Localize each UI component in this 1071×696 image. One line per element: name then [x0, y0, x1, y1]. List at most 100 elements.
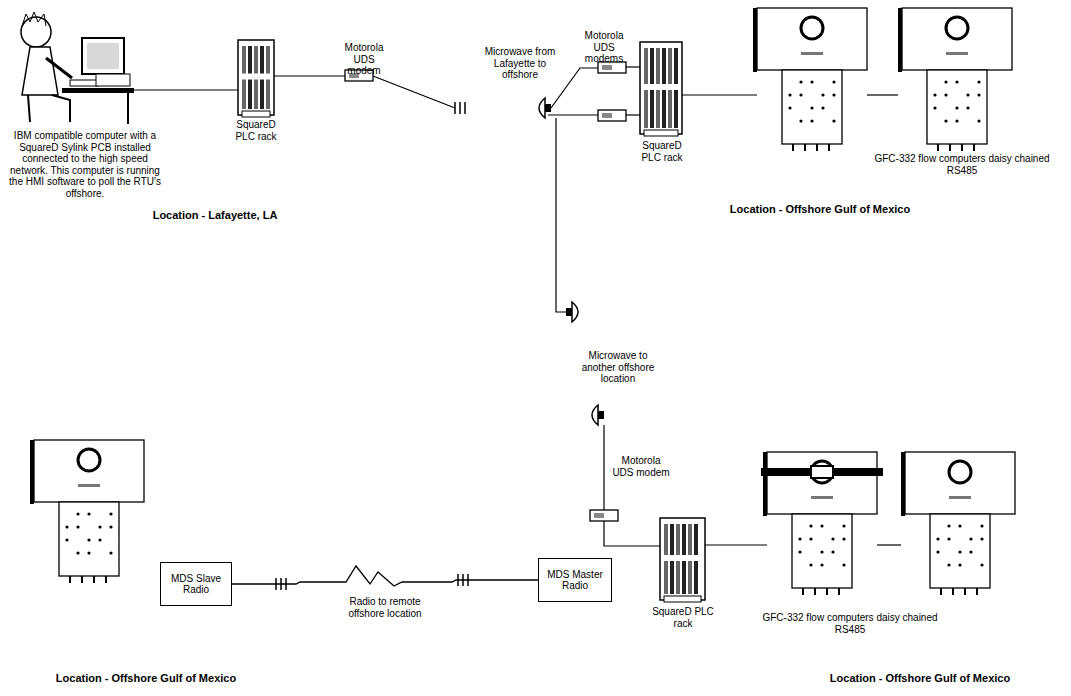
rack-slot — [260, 46, 264, 109]
wire — [877, 544, 901, 545]
wire — [867, 94, 898, 95]
fc-terminal — [947, 537, 950, 540]
antenna — [458, 574, 468, 586]
fc-terminal — [955, 119, 958, 122]
fc-terminal — [799, 119, 802, 122]
fc-terminal — [109, 512, 112, 515]
dish-mount — [566, 308, 572, 316]
rack-slot — [656, 48, 660, 128]
slot-led — [688, 555, 692, 561]
radio-link — [232, 566, 538, 586]
fc-terminal — [799, 80, 802, 83]
fc-display — [78, 449, 100, 471]
fc-terminal — [842, 524, 845, 527]
fc-terminal — [980, 537, 983, 540]
fc-terminal — [98, 525, 101, 528]
dish-reflector — [592, 405, 598, 425]
fc-terminal — [109, 525, 112, 528]
device-label: SquareD PLC rack — [652, 606, 714, 629]
device-label: SquareD PLC rack — [632, 140, 692, 163]
fc-plate — [811, 496, 833, 499]
radio-name: MDS Slave Radio — [167, 573, 225, 596]
location-label: Location - Lafayette, LA — [125, 209, 305, 222]
wire — [274, 75, 345, 76]
fc-terminal — [810, 106, 813, 109]
slot-led — [248, 74, 252, 80]
fc-display — [946, 17, 968, 39]
fc-terminal — [977, 80, 980, 83]
rack-base — [242, 111, 270, 117]
rack-base — [664, 596, 701, 602]
fc-terminal — [947, 524, 950, 527]
fc-terminal — [958, 524, 961, 527]
wire — [682, 94, 757, 95]
slot-led — [260, 74, 264, 80]
fc-conduit — [828, 144, 830, 151]
fc-conduit — [952, 588, 954, 595]
modem — [598, 110, 626, 121]
fc-terminal — [842, 563, 845, 566]
wire — [373, 76, 455, 108]
fc-terminal — [969, 550, 972, 553]
rack-slot — [650, 48, 654, 128]
head — [21, 17, 51, 47]
rack-slot — [682, 524, 686, 594]
slot-led — [682, 555, 686, 561]
arm — [46, 58, 72, 78]
computer-base — [96, 74, 130, 86]
fc-terminal — [831, 537, 834, 540]
dish-reflector — [572, 302, 578, 322]
wire — [548, 114, 598, 115]
slot-led — [664, 555, 668, 561]
fc-terminal — [944, 80, 947, 83]
fc-terminal — [65, 525, 68, 528]
dish-mount — [598, 411, 604, 419]
fc-housing — [905, 452, 1015, 514]
modem-case — [598, 110, 626, 121]
fc-terminal — [944, 93, 947, 96]
fc-terminal — [87, 551, 90, 554]
fc-terminal — [936, 550, 939, 553]
slot-led — [650, 84, 654, 90]
fc-terminal-box — [792, 514, 852, 588]
fc-display — [801, 17, 823, 39]
fc-terminal — [820, 563, 823, 566]
location-label: Location - Offshore Gulf of Mexico — [690, 203, 950, 216]
fc-terminal-box — [59, 502, 119, 576]
fc-terminal — [977, 93, 980, 96]
slot-led — [668, 84, 672, 90]
rack-slot — [242, 46, 246, 109]
fc-terminal — [933, 93, 936, 96]
fc-conduit — [804, 144, 806, 151]
fc-plate — [946, 52, 968, 55]
fc-terminal — [947, 563, 950, 566]
fc-terminal — [831, 550, 834, 553]
modem-case — [590, 510, 618, 521]
fc-terminal — [977, 119, 980, 122]
fc-housing — [902, 8, 1012, 70]
location-label: Location - Offshore Gulf of Mexico — [790, 672, 1050, 685]
fc-terminal-box — [927, 70, 987, 144]
antenna-element — [459, 102, 461, 114]
fc-terminal — [966, 106, 969, 109]
fc-conduit — [816, 144, 818, 151]
fc-terminal — [832, 80, 835, 83]
rack-slot — [668, 48, 672, 128]
rack-frame — [640, 42, 682, 134]
rack-slot — [254, 46, 258, 109]
device-label: GFC-332 flow computers daisy chained RS4… — [872, 153, 1052, 176]
antenna-element — [275, 578, 277, 590]
slot-led — [670, 555, 674, 561]
fc-conduit — [814, 588, 816, 595]
antenna-element — [457, 574, 459, 586]
fc-terminal — [810, 119, 813, 122]
fc-conduit — [792, 144, 794, 151]
rack-frame — [660, 518, 705, 600]
fc-terminal — [820, 524, 823, 527]
antenna — [276, 578, 286, 590]
rack-base — [644, 130, 678, 136]
keyboard — [70, 80, 98, 86]
fc-conduit — [937, 144, 939, 151]
antenna-element — [280, 578, 282, 590]
